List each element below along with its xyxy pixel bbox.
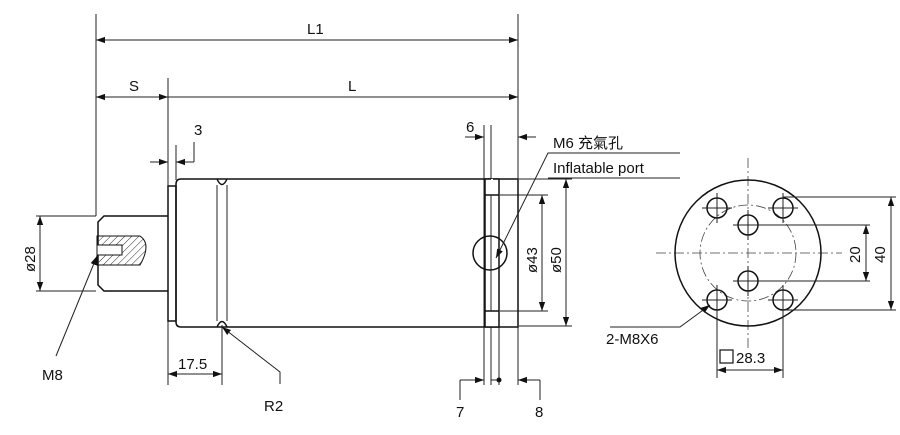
- end-view-dimension-lines: [610, 196, 896, 378]
- dim-28-3-label: 28.3: [736, 350, 765, 367]
- dim-6-label: 6: [466, 119, 474, 136]
- dim-S-label: S: [129, 78, 139, 95]
- rod-collar: [167, 185, 177, 322]
- piston-rod: [96, 215, 169, 292]
- dim-groove-diameter-label: ø43: [524, 247, 541, 273]
- dim-8-label: 8: [535, 404, 543, 421]
- dim-40-label: 40: [872, 246, 889, 263]
- dim-rod-diameter-label: ø28: [22, 246, 39, 272]
- leader-lines: [55, 152, 680, 384]
- dim-body-diameter-label: ø50: [548, 247, 565, 273]
- dim-L-label: L: [348, 78, 356, 95]
- side-view-labels: L1 S L 3 6 ø28 ø43 ø50 17.5 R2 7 8 M8 M6…: [22, 21, 645, 421]
- inflatable-port-circle: [472, 235, 508, 271]
- dim-3-label: 3: [194, 122, 202, 139]
- cylinder-body: [175, 178, 519, 328]
- groove-right: [485, 179, 499, 327]
- end-view-labels: 20 40 28.3 2-M8X6: [606, 246, 889, 367]
- groove-left: [216, 178, 228, 186]
- end-view: 20 40 28.3 2-M8X6: [606, 158, 896, 378]
- thread-M8-label: M8: [42, 367, 63, 384]
- dim-R2-label: R2: [264, 398, 283, 415]
- end-plate-holes: [706, 197, 794, 311]
- dim-7-label: 7: [456, 404, 464, 421]
- thread-hole: [96, 244, 123, 256]
- side-view: L1 S L 3 6 ø28 ø43 ø50 17.5 R2 7 8 M8 M6…: [22, 14, 680, 421]
- end-plate-outline: [674, 179, 822, 327]
- dimension-lines: [36, 36, 570, 400]
- bolt-circle: [699, 204, 797, 302]
- dim-17-5-label: 17.5: [178, 356, 207, 373]
- port-name-label: Inflatable port: [553, 160, 645, 177]
- hole-crosshairs: [702, 193, 798, 315]
- mount-holes-label: 2-M8X6: [606, 331, 659, 348]
- dim-20-label: 20: [847, 246, 864, 263]
- square-symbol: [719, 349, 734, 364]
- dim-L1-label: L1: [307, 21, 324, 38]
- port-thread-label: M6 充氣孔: [553, 135, 623, 152]
